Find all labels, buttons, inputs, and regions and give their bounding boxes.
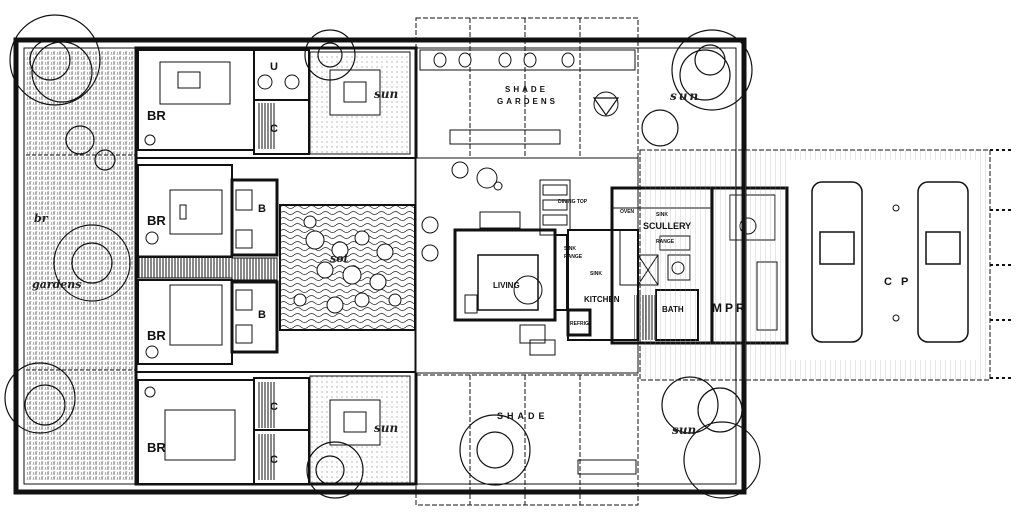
label-shade-gardens-1: SHADE xyxy=(505,85,548,94)
label-sink-3: SINK xyxy=(590,271,602,277)
label-u: U xyxy=(270,61,278,73)
carport xyxy=(639,149,1012,381)
west-gardens xyxy=(26,50,136,480)
label-br-gardens-2: gardens xyxy=(32,278,82,291)
bedroom-3 xyxy=(137,279,233,365)
shade-gardens-north xyxy=(415,17,639,159)
label-shade-south: SHADE xyxy=(497,411,549,421)
label-bath: BATH xyxy=(662,305,684,314)
bedroom-wing xyxy=(134,46,418,486)
label-shade-gardens-2: GARDENS xyxy=(497,97,558,106)
label-dining-top: DINING TOP xyxy=(558,199,588,205)
label-c-1: C xyxy=(270,123,278,135)
fixture-labels: DINING TOP OVEN SINK RANGE SINK RANGE SI… xyxy=(558,199,675,327)
label-court: sot xyxy=(330,252,349,265)
label-living: LIVING xyxy=(493,281,520,290)
shade-south xyxy=(415,374,639,506)
sun-patios xyxy=(309,51,411,485)
label-sink-1: SINK xyxy=(656,212,668,218)
car-1 xyxy=(811,181,863,343)
label-sun-2: sun xyxy=(670,89,700,103)
room-labels: BR BR BR BR U C C C B B LIVING KITCHEN S… xyxy=(147,61,911,466)
label-cp: C P xyxy=(884,276,911,288)
label-oven: OVEN xyxy=(620,209,635,215)
outdoor-labels: sun sun sun sun SHADE GARDENS SHADE br g… xyxy=(32,85,700,437)
label-br-3: BR xyxy=(147,328,166,343)
label-sink-2: SINK xyxy=(564,246,576,252)
label-sun-1: sun xyxy=(374,87,398,101)
label-mpr: MPR xyxy=(712,301,748,315)
label-c-2: C xyxy=(270,401,278,413)
bedroom-4 xyxy=(137,379,255,485)
label-b-1: B xyxy=(258,203,266,215)
label-range: RANGE xyxy=(656,239,675,245)
bedroom-1 xyxy=(137,49,255,151)
trees xyxy=(4,14,761,499)
bedroom-2 xyxy=(137,164,233,258)
label-refrig: REFRIG xyxy=(570,321,589,327)
label-sun-4: sun xyxy=(672,423,696,437)
label-br-gardens-1: br xyxy=(34,212,49,225)
car-2 xyxy=(917,181,969,343)
label-range-2: RANGE xyxy=(564,254,583,260)
label-br-2: BR xyxy=(147,213,166,228)
label-br-4: BR xyxy=(147,440,166,455)
label-br-1: BR xyxy=(147,108,166,123)
label-kitchen: KITCHEN xyxy=(584,295,620,304)
label-scullery: SCULLERY xyxy=(643,221,691,231)
label-b-2: B xyxy=(258,309,266,321)
label-sun-3: sun xyxy=(374,421,398,435)
label-c-3: C xyxy=(270,454,278,466)
interior-court xyxy=(279,204,416,331)
